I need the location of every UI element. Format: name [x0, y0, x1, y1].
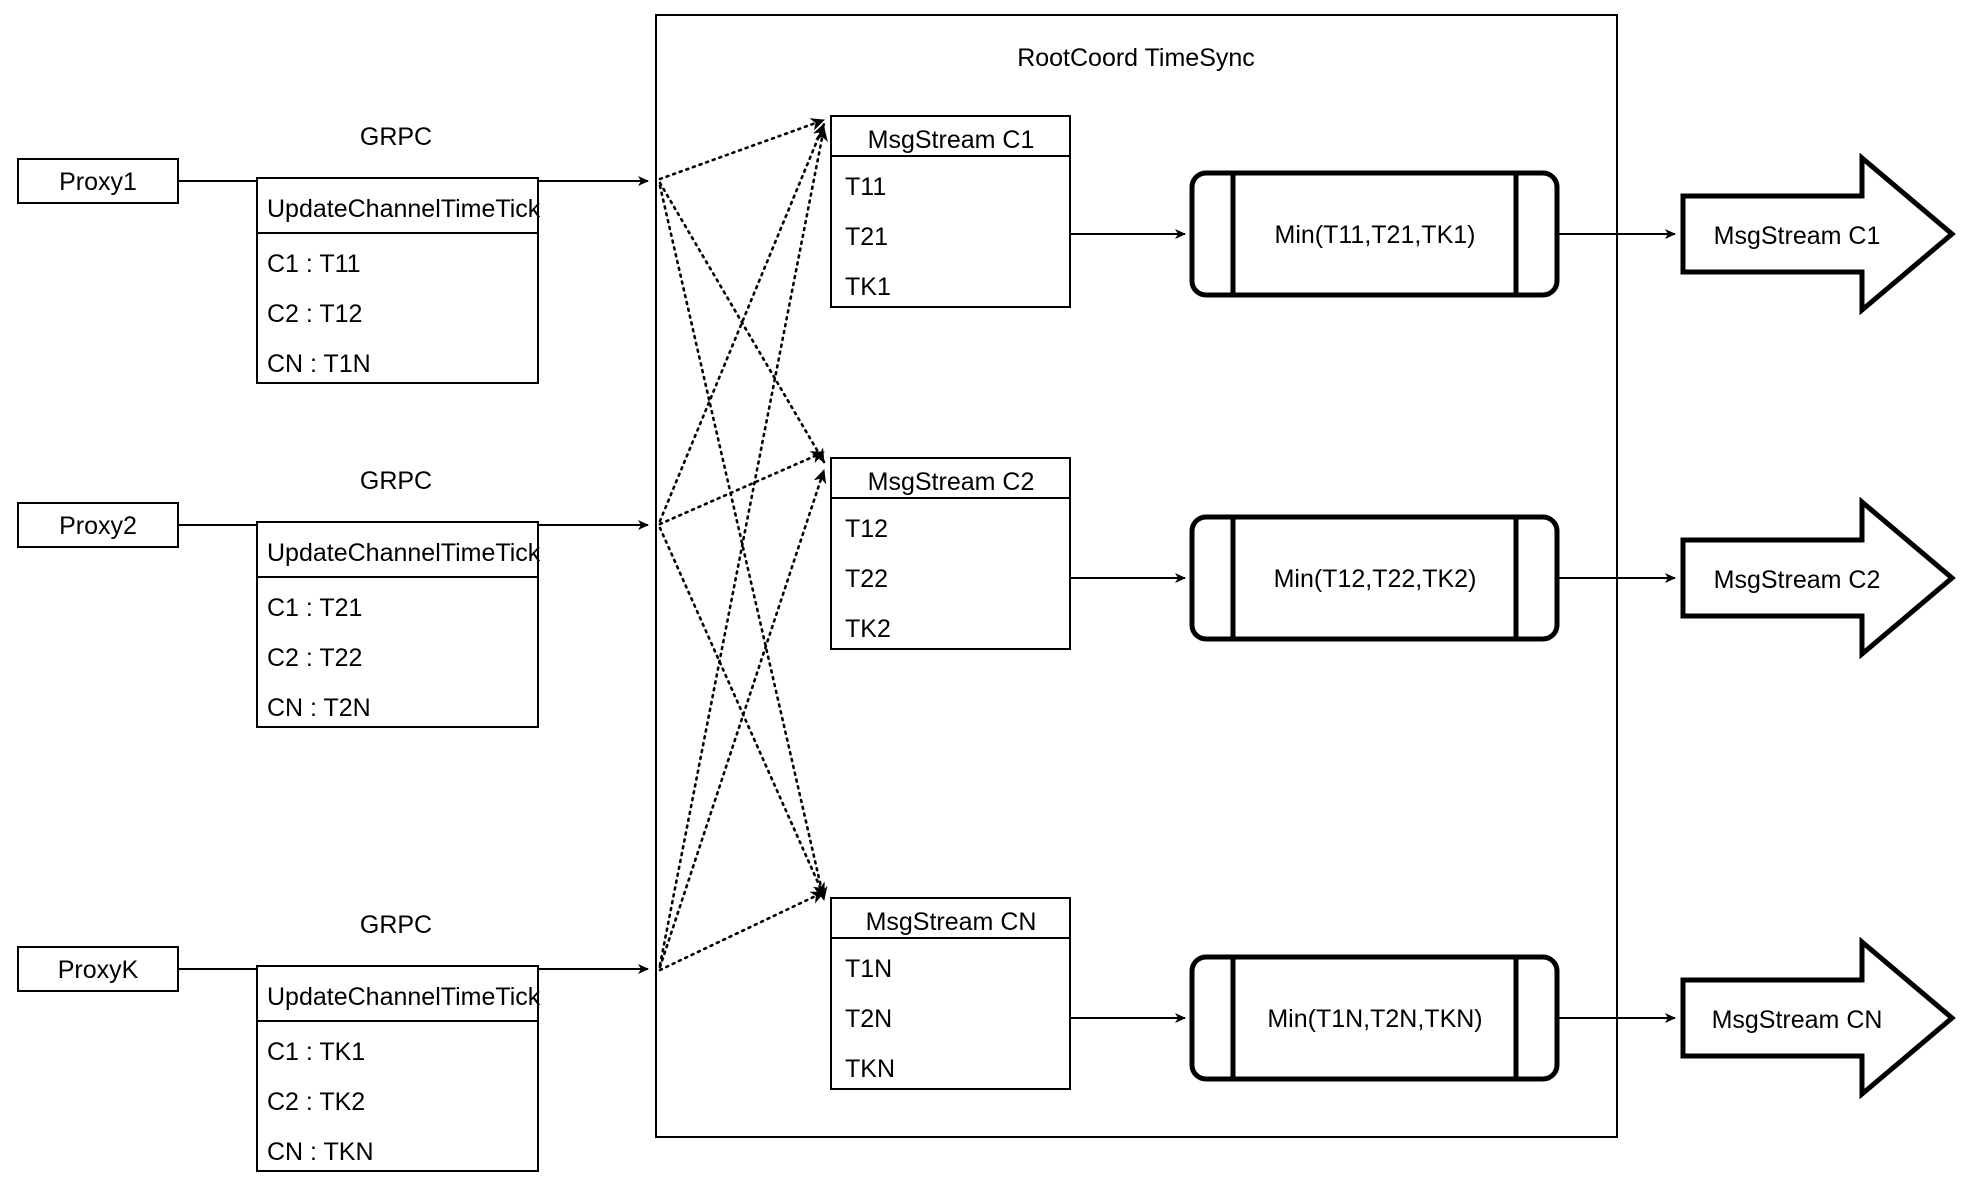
- proxy-box-2[interactable]: [17, 502, 179, 548]
- proxy-label-2: Proxy2: [59, 512, 137, 540]
- rpc-row-3-1: C2 : TK2: [267, 1088, 365, 1116]
- min-label-2: Min(T12,T22,TK2): [1274, 565, 1477, 593]
- rpc-title-1: UpdateChannelTimeTick: [267, 195, 541, 223]
- msgstream-row-1-2: TK1: [845, 273, 891, 301]
- fanout-p1-c2: [658, 181, 826, 464]
- rpc-card-1: [256, 177, 539, 384]
- rootcoord-timesync-container: [655, 14, 1618, 1138]
- output-block-arrow-2: [1680, 496, 1956, 660]
- fanout-p2-c2: [658, 450, 826, 526]
- rpc-row-2-2: CN : T2N: [267, 694, 371, 722]
- grpc-label-3: GRPC: [360, 911, 432, 939]
- grpc-label-1: GRPC: [360, 123, 432, 151]
- fanout-p2-c1: [658, 122, 826, 523]
- rpc-row-3-2: CN : TKN: [267, 1138, 374, 1166]
- msgstream-title-1: MsgStream C1: [868, 126, 1035, 154]
- min-label-3: Min(T1N,T2N,TKN): [1267, 1005, 1482, 1033]
- msgstream-card-2: [830, 457, 1071, 650]
- min-label-1: Min(T11,T21,TK1): [1275, 221, 1476, 249]
- msgstream-title-3: MsgStream CN: [866, 908, 1037, 936]
- timetick-fanout-connectors: [658, 118, 828, 972]
- output-block-arrow-1: [1680, 152, 1956, 316]
- rpc-title-3: UpdateChannelTimeTick: [267, 983, 541, 1011]
- rpc-card-2: [256, 521, 539, 728]
- rpc-card-3: [256, 965, 539, 1172]
- msgstream-card-3: [830, 897, 1071, 1090]
- fanout-pk-c1: [658, 126, 828, 967]
- fanout-p1-c1: [658, 118, 826, 181]
- msgstream-row-3-2: TKN: [845, 1055, 895, 1083]
- msgstream-row-2-1: T22: [845, 565, 888, 593]
- fanout-pk-c2: [658, 468, 827, 969]
- min-process-1: [1189, 170, 1560, 298]
- msgstream-row-2-0: T12: [845, 515, 888, 543]
- output-label-3: MsgStream CN: [1712, 1006, 1883, 1034]
- rpc-row-2-0: C1 : T21: [267, 594, 362, 622]
- msgstream-row-3-0: T1N: [845, 955, 892, 983]
- rpc-row-3-0: C1 : TK1: [267, 1038, 365, 1066]
- rpc-title-2: UpdateChannelTimeTick: [267, 539, 541, 567]
- msgstream-card-1: [830, 115, 1071, 308]
- msgstream-row-2-2: TK2: [845, 615, 891, 643]
- msgstream-row-1-1: T21: [845, 223, 888, 251]
- output-block-arrow-3: [1680, 936, 1956, 1100]
- rpc-row-1-1: C2 : T12: [267, 300, 362, 328]
- output-label-2: MsgStream C2: [1714, 566, 1881, 594]
- proxy-label-3: ProxyK: [58, 956, 139, 984]
- container-title: RootCoord TimeSync: [1017, 44, 1255, 72]
- proxy-box-1[interactable]: [17, 158, 179, 204]
- msgstream-row-1-0: T11: [845, 173, 886, 201]
- fanout-pk-cn: [658, 890, 826, 972]
- output-label-1: MsgStream C1: [1714, 222, 1881, 250]
- rpc-row-1-2: CN : T1N: [267, 350, 371, 378]
- rpc-row-1-0: C1 : T11: [267, 250, 361, 278]
- min-process-3: [1189, 954, 1560, 1082]
- fanout-p2-cn: [658, 526, 826, 898]
- msgstream-row-3-1: T2N: [845, 1005, 892, 1033]
- msgstream-title-2: MsgStream C2: [868, 468, 1035, 496]
- rpc-row-2-1: C2 : T22: [267, 644, 362, 672]
- grpc-label-2: GRPC: [360, 467, 432, 495]
- proxy-label-1: Proxy1: [59, 168, 137, 196]
